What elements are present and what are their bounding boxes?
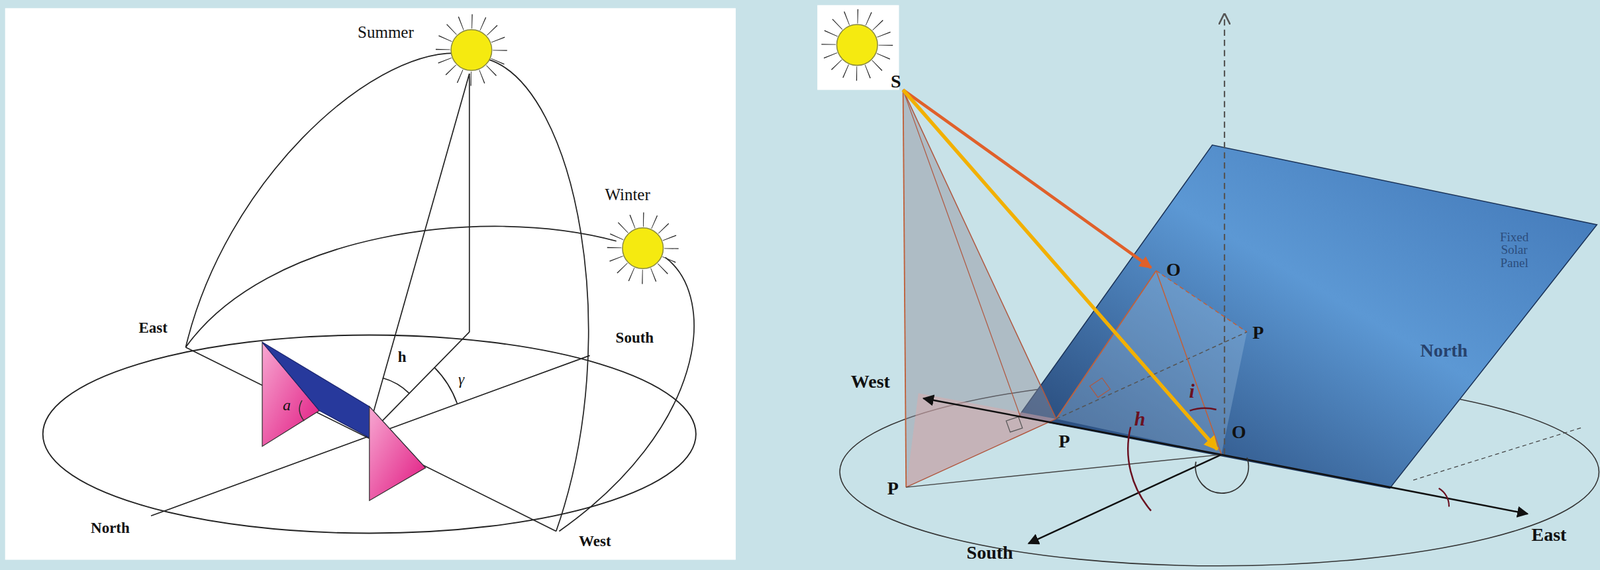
compass-label: North — [90, 519, 130, 536]
panel-compass-label: North — [1419, 340, 1468, 360]
compass-label: South — [966, 542, 1014, 562]
compass-label: East — [1531, 525, 1567, 545]
point-label: P — [1058, 431, 1071, 451]
point-label: P — [1252, 323, 1264, 343]
season-label: Summer — [357, 23, 414, 42]
point-label: P — [887, 478, 899, 498]
compass-label: West — [578, 533, 612, 550]
angle-label: γ — [458, 371, 465, 388]
point-label: O — [1166, 259, 1181, 279]
angle-label: h — [398, 349, 407, 365]
compass-label: East — [138, 319, 167, 336]
compass-label: West — [850, 372, 891, 392]
point-label: O — [1231, 421, 1247, 442]
panel-name-label: Fixed Solar Panel — [1488, 230, 1542, 271]
compass-label: South — [615, 329, 655, 346]
angle-label: i — [1189, 380, 1195, 402]
season-label: Winter — [604, 186, 650, 204]
point-label: S — [890, 72, 902, 92]
angle-label: a — [282, 396, 291, 414]
angle-label: h — [1134, 407, 1146, 430]
